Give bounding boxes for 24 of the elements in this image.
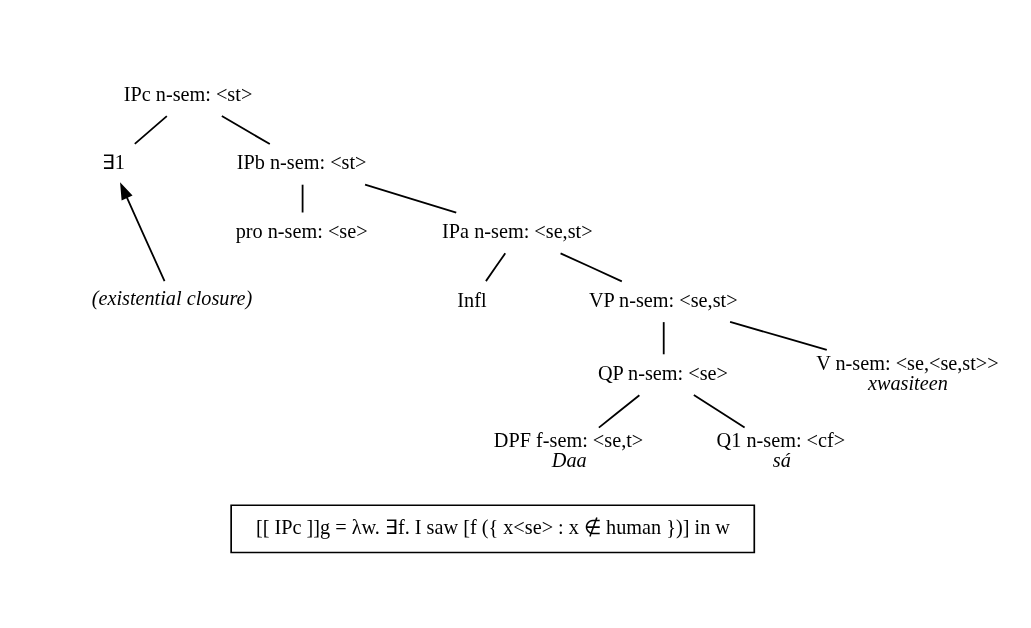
node-text: IPc n-sem: <st> bbox=[123, 82, 253, 105]
node-text: VP n-sem: <se,st> bbox=[588, 288, 738, 311]
connector bbox=[364, 183, 458, 214]
node-text: (existential closure) bbox=[91, 287, 253, 310]
node-text: IPb n-sem: <st> bbox=[236, 151, 367, 174]
node-text: IPa n-sem: <se,st> bbox=[442, 219, 593, 242]
node-text: DPF f-sem: <se,t> Daa bbox=[493, 429, 644, 472]
connector bbox=[729, 321, 828, 351]
connector bbox=[559, 252, 623, 283]
connector bbox=[692, 394, 746, 429]
connector bbox=[485, 252, 507, 282]
node-text: Infl bbox=[457, 288, 487, 311]
node-box: [[ IPc ]]g = λw. ∃f. I saw [f ({ x<se> : x ∉ human })] in w bbox=[230, 504, 756, 554]
connector bbox=[662, 321, 665, 356]
node-text: ∃1 bbox=[101, 151, 125, 174]
node-text: QP n-sem: <se> bbox=[597, 361, 728, 384]
node-text: pro n-sem: <se> bbox=[235, 219, 368, 242]
node-text: V n-sem: <se,<se,st>> xwasiteen bbox=[816, 351, 999, 394]
connector bbox=[597, 394, 641, 429]
connector bbox=[220, 115, 271, 145]
connector bbox=[133, 115, 168, 145]
arrow bbox=[120, 182, 166, 283]
node-text: Q1 n-sem: <cf> sá bbox=[716, 429, 846, 472]
connector bbox=[301, 183, 304, 214]
